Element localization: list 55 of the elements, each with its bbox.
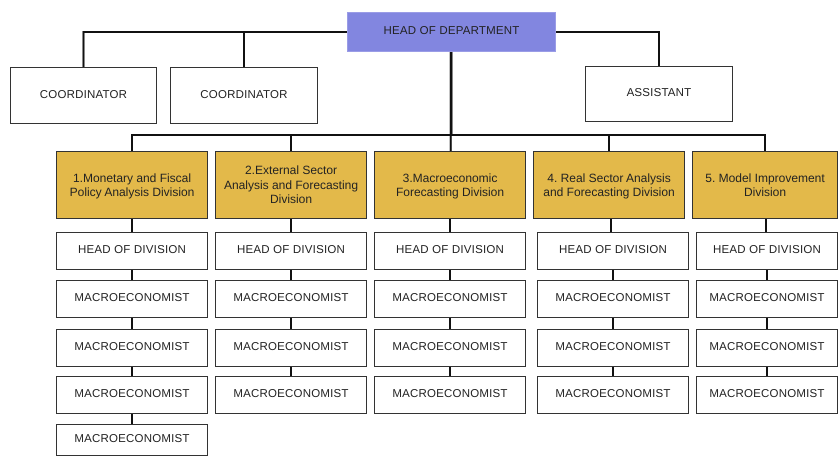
connector-line: [449, 367, 451, 376]
connector-line: [131, 367, 133, 376]
connector-line: [450, 52, 766, 151]
department-head-box: HEAD OF DEPARTMENT: [347, 12, 556, 52]
connector-line: [290, 367, 292, 376]
role-box: MACROECONOMIST: [374, 280, 526, 318]
connector-line: [612, 270, 614, 280]
connector-line: [612, 318, 614, 329]
connector-line: [449, 270, 451, 280]
role-box: MACROECONOMIST: [56, 329, 208, 367]
connector-line: [290, 270, 292, 280]
connector-line: [766, 270, 768, 280]
role-box: HEAD OF DIVISION: [537, 232, 689, 270]
connector-line: [610, 219, 612, 232]
role-box: MACROECONOMIST: [537, 376, 689, 414]
connector-line: [131, 318, 133, 329]
role-box: HEAD OF DIVISION: [696, 232, 838, 270]
connector-line: [449, 318, 451, 329]
role-box: MACROECONOMIST: [374, 376, 526, 414]
division-box: 2.External Sector Analysis and Forecasting Division: [215, 151, 367, 219]
role-box: MACROECONOMIST: [537, 329, 689, 367]
role-box: MACROECONOMIST: [696, 280, 838, 318]
role-box: MACROECONOMIST: [696, 329, 838, 367]
role-box: MACROECONOMIST: [215, 376, 367, 414]
role-box: MACROECONOMIST: [215, 280, 367, 318]
connector-line: [131, 414, 133, 424]
connector-line: [766, 318, 768, 329]
role-box: MACROECONOMIST: [374, 329, 526, 367]
role-box: MACROECONOMIST: [56, 280, 208, 318]
role-box: MACROECONOMIST: [537, 280, 689, 318]
role-box: MACROECONOMIST: [215, 329, 367, 367]
connector-line: [131, 270, 133, 280]
division-box: 1.Monetary and Fiscal Policy Analysis Division: [56, 151, 208, 219]
role-box: HEAD OF DIVISION: [56, 232, 208, 270]
connector-line: [765, 219, 767, 232]
division-box: 4. Real Sector Analysis and Forecasting Division: [533, 151, 685, 219]
role-box: MACROECONOMIST: [56, 424, 208, 456]
role-box: MACROECONOMIST: [56, 376, 208, 414]
division-box: 5. Model Improvement Division: [692, 151, 838, 219]
connector-line: [612, 367, 614, 376]
division-box: 3.Macroeconomic Forecasting Division: [374, 151, 526, 219]
role-box: COORDINATOR: [170, 67, 318, 124]
role-box: HEAD OF DIVISION: [215, 232, 367, 270]
role-box: HEAD OF DIVISION: [374, 232, 526, 270]
connector-line: [449, 219, 451, 232]
role-box: ASSISTANT: [585, 66, 733, 122]
role-box: MACROECONOMIST: [696, 376, 838, 414]
connector-line: [243, 31, 347, 67]
connector-line: [290, 318, 292, 329]
connector-line: [131, 219, 133, 232]
role-box: COORDINATOR: [10, 67, 157, 124]
connector-line: [450, 52, 452, 151]
connector-line: [556, 31, 660, 66]
connector-line: [290, 219, 292, 232]
connector-line: [766, 367, 768, 376]
